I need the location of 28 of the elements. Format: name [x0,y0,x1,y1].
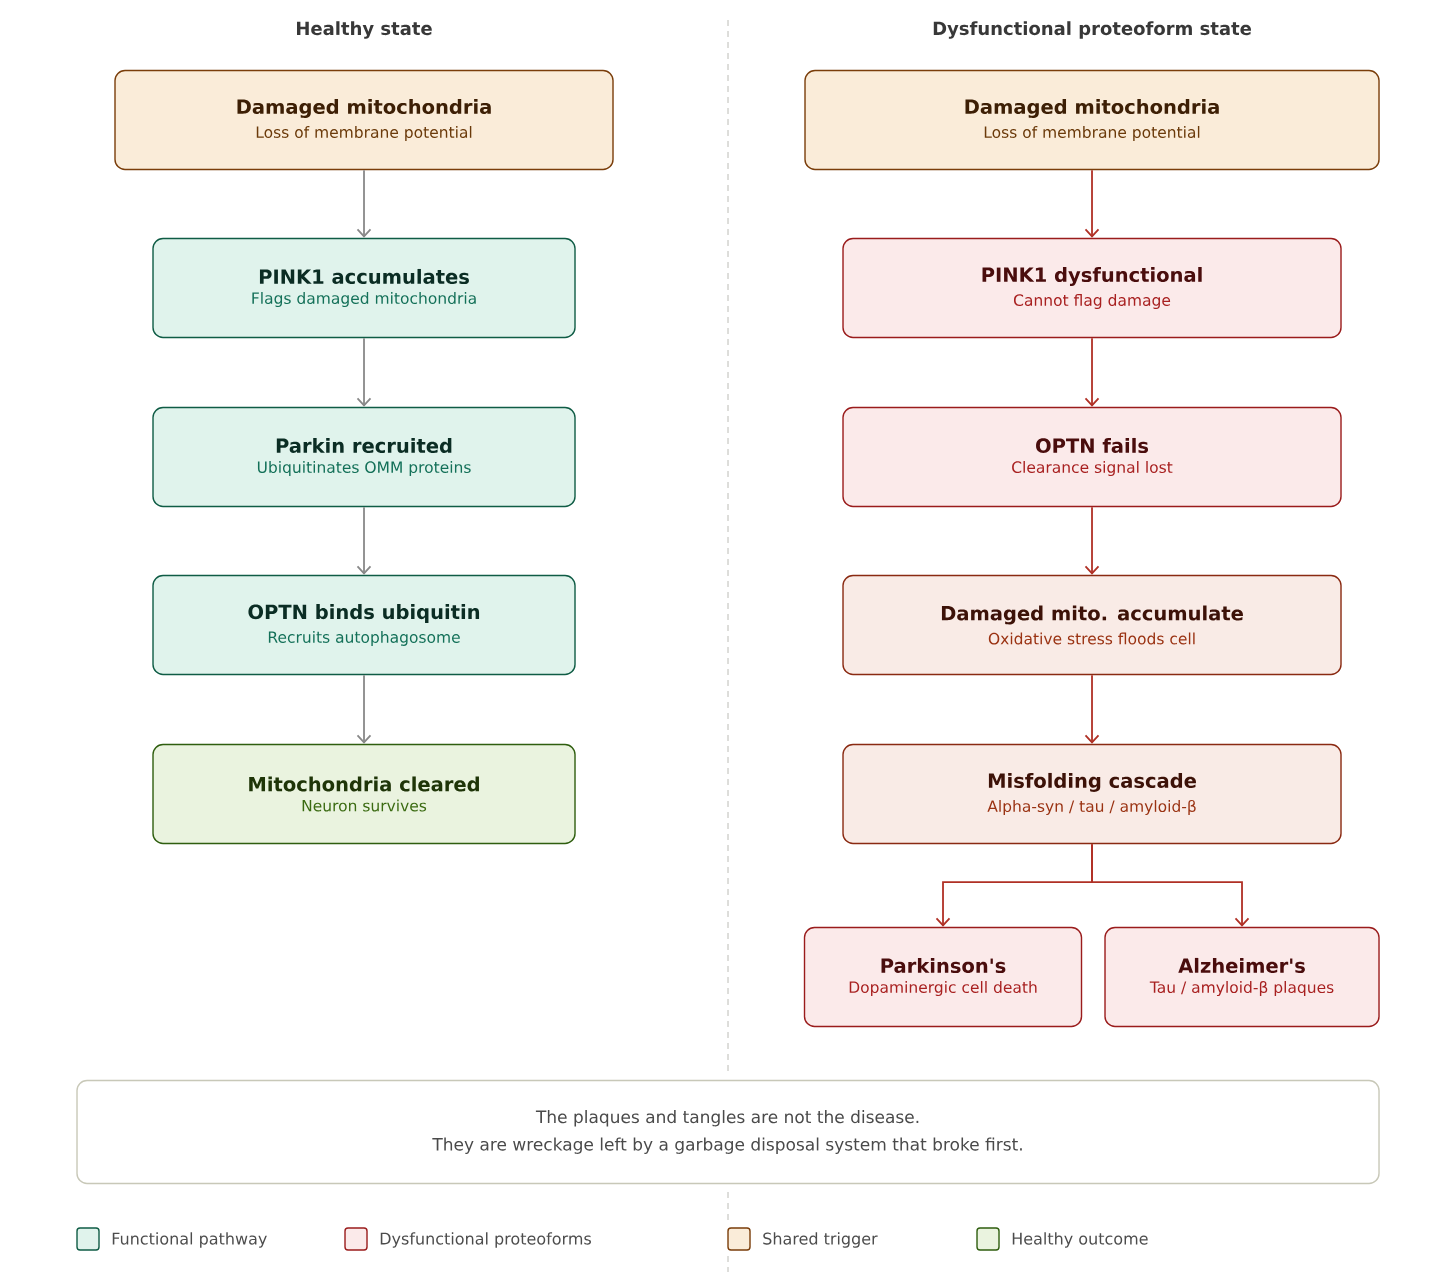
arrow [356,674,372,744]
legend-label: Functional pathway [112,1232,267,1248]
arrow [356,506,372,575]
arrow [1084,169,1100,238]
process-box: Damaged mito. accumulate Oxidative stress floods cell [842,574,1342,676]
process-box: Damaged mitochondria Loss of membrane potential [804,69,1380,171]
process-box: Parkin recruited Ubiquitinates OMM proteins [152,406,576,508]
legend-label: Healthy outcome [1012,1232,1148,1248]
legend-label: Dysfunctional proteoforms [380,1232,591,1248]
process-box: PINK1 dysfunctional Cannot flag damage [842,237,1342,339]
arrow [1084,506,1100,575]
process-box: Mitochondria cleared Neuron survives [152,743,576,845]
process-box: OPTN binds ubiquitin Recruits autophagosome [152,574,576,676]
process-box: OPTN fails Clearance signal lost [842,406,1342,508]
process-box: Alzheimer's Tau / amyloid-β plaques [1104,926,1380,1028]
arrow [356,337,372,407]
process-box: Parkinson's Dopaminergic cell death [803,926,1083,1028]
column-heading: Healthy state [297,21,432,39]
legend-label: Shared trigger [763,1232,878,1248]
process-box: Damaged mitochondria Loss of membrane potential [114,69,614,171]
note-box: The plaques and tangles are not the disease. They are wreckage left by a garbage disposal system that broke first. [76,1079,1380,1185]
column-heading: Dysfunctional proteoform state [933,21,1251,39]
process-box: Misfolding cascade Alpha-syn / tau / amyloid-β [842,743,1342,845]
arrow [1084,674,1100,744]
process-box: PINK1 accumulates Flags damaged mitochondria [152,237,576,339]
arrow [1084,337,1100,407]
arrow [356,169,372,238]
arrow [1091,843,1250,927]
